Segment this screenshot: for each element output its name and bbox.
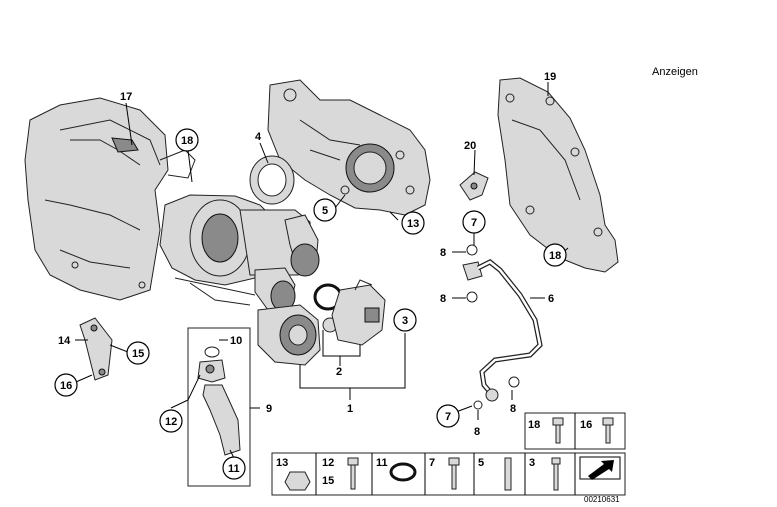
callout-9: 9 xyxy=(266,403,272,415)
callout-20: 20 xyxy=(464,140,476,152)
o-ring-part-10[interactable] xyxy=(204,346,220,358)
washer-upper[interactable] xyxy=(466,244,478,256)
anzeigen-link[interactable]: Anzeigen xyxy=(652,66,698,78)
callouts: 17 4 19 20 8 8 6 2 1 9 10 14 8 8 18 5 13… xyxy=(54,71,567,480)
fastener-legend-bottom: 13 12 15 11 7 5 3 xyxy=(271,452,626,496)
group-box-part-9 xyxy=(187,327,251,487)
wastegate-actuator[interactable] xyxy=(331,279,386,346)
bolt-7-icon[interactable] xyxy=(448,457,460,490)
callout-7-lower: 7 xyxy=(445,411,451,423)
callout-4: 4 xyxy=(255,131,262,143)
callout-18-right: 18 xyxy=(549,250,561,262)
clamp-11-icon[interactable] xyxy=(389,462,417,482)
callout-8-upper: 8 xyxy=(440,247,446,259)
legend-16-label: 16 xyxy=(580,419,592,431)
fastener-legend-top: 18 16 xyxy=(524,412,626,450)
callout-5: 5 xyxy=(322,205,328,217)
legend-18-label: 18 xyxy=(528,419,540,431)
callout-14: 14 xyxy=(58,335,71,347)
legend-5-label: 5 xyxy=(478,457,484,469)
diagram-id: 00210631 xyxy=(584,495,620,504)
arrow-icon xyxy=(579,456,621,480)
callout-8-middle: 8 xyxy=(440,293,446,305)
legend-12-label: 12 xyxy=(322,457,334,469)
heat-shield-part-17[interactable] xyxy=(24,97,196,301)
callout-6: 6 xyxy=(548,293,554,305)
oil-line-fitting[interactable] xyxy=(485,388,499,402)
callout-13: 13 xyxy=(407,218,419,230)
callout-16: 16 xyxy=(60,380,72,392)
callout-17: 17 xyxy=(120,91,132,103)
callout-7-upper: 7 xyxy=(471,217,477,229)
bracket-part-14[interactable] xyxy=(79,317,113,381)
exhaust-manifold[interactable] xyxy=(267,79,431,216)
legend-3-label: 3 xyxy=(529,457,535,469)
bolt-18-icon[interactable] xyxy=(552,417,564,444)
oil-return-pipe-part-11[interactable] xyxy=(197,359,241,456)
callout-10: 10 xyxy=(230,335,242,347)
bracket-part-20[interactable] xyxy=(459,171,489,201)
bolt-16-icon[interactable] xyxy=(602,417,614,444)
bolt-12-icon[interactable] xyxy=(347,457,359,490)
callout-18-upper: 18 xyxy=(181,135,193,147)
legend-13-label: 13 xyxy=(276,457,288,469)
legend-7-label: 7 xyxy=(429,457,435,469)
callout-2: 2 xyxy=(336,366,342,378)
legend-15-label: 15 xyxy=(322,475,334,487)
stud-3-icon[interactable] xyxy=(551,457,561,491)
callout-1: 1 xyxy=(347,403,353,415)
callout-8-right: 8 xyxy=(510,403,516,415)
callout-15: 15 xyxy=(132,348,144,360)
stud-5-icon[interactable] xyxy=(504,457,512,491)
washer-lower[interactable] xyxy=(466,291,478,303)
legend-11-label: 11 xyxy=(376,457,388,469)
callout-11: 11 xyxy=(228,463,240,475)
heat-shield-part-19[interactable] xyxy=(497,77,619,273)
nut-13-icon[interactable] xyxy=(284,471,311,491)
callout-3: 3 xyxy=(402,315,408,327)
callout-19: 19 xyxy=(544,71,556,83)
callout-8-bottom: 8 xyxy=(474,426,480,438)
callout-12: 12 xyxy=(165,416,177,428)
turbocharger-assembly[interactable] xyxy=(159,194,338,366)
gasket-part-4[interactable] xyxy=(249,155,295,205)
